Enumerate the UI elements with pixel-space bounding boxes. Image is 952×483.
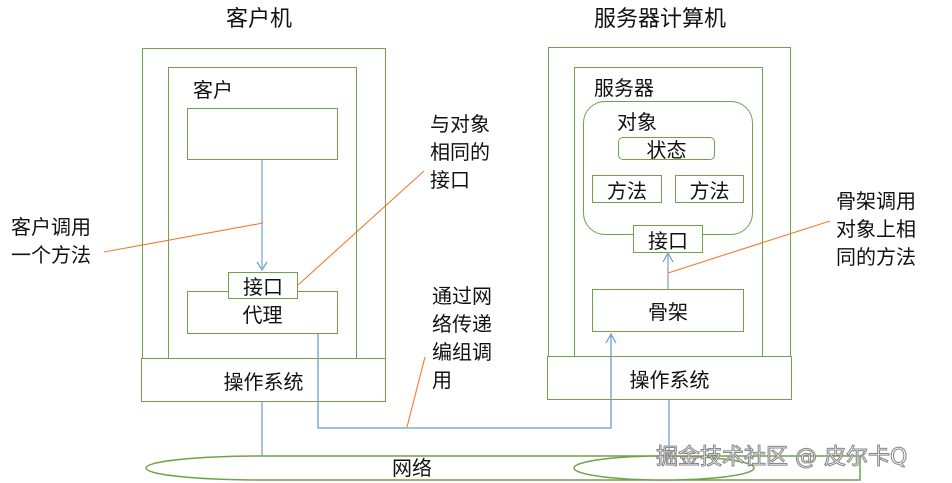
skeleton-label: 骨架 [648,300,688,324]
server-label: 服务器 [594,76,654,100]
annotation-line-client-call [103,222,264,253]
object-label: 对象 [617,110,657,134]
annotation-same-interface: 与对象 相同的 接口 [430,112,490,192]
annotation-line-same-interface [297,170,425,286]
annotation-client-calls-method: 客户调用 一个方法 [11,215,91,267]
state-label: 状态 [646,138,687,162]
annotation-skeleton-invokes: 骨架调用 对象上相 同的方法 [836,189,916,269]
server-os-box: 操作系统 [547,356,792,400]
client-call-arrow [256,160,268,272]
server-os-label: 操作系统 [629,367,710,392]
proxy-interface-label: 接口 [243,275,283,299]
marshalled-call-path [317,332,617,429]
method-box-1: 方法 [592,175,662,203]
proxy-label: 代理 [242,303,283,327]
server-machine-title: 服务器计算机 [594,7,727,32]
annotation-line-marshalled [406,356,426,428]
network-cylinder [145,455,861,481]
object-interface-label: 接口 [648,228,688,253]
annotation-line-skeleton [667,220,831,274]
proxy-interface-box: 接口 [228,272,298,299]
skeleton-box: 骨架 [592,289,744,332]
method-box-2: 方法 [675,175,744,203]
client-os-label: 操作系统 [223,369,304,394]
watermark: 掘金技术社区 @ 皮尔卡Q [655,445,908,471]
skeleton-invoke-arrow [662,251,674,289]
client-code-box [187,108,338,160]
method-label-1: 方法 [607,178,647,203]
object-interface-box: 接口 [633,225,703,253]
network-label: 网络 [392,456,432,480]
state-box: 状态 [618,137,715,162]
annotation-marshalled-call: 通过网 络传递 编组调 用 [432,284,492,392]
method-label-2: 方法 [689,178,730,203]
client-machine-title: 客户机 [226,7,293,32]
client-label: 客户 [193,78,233,102]
client-os-box: 操作系统 [141,358,386,402]
